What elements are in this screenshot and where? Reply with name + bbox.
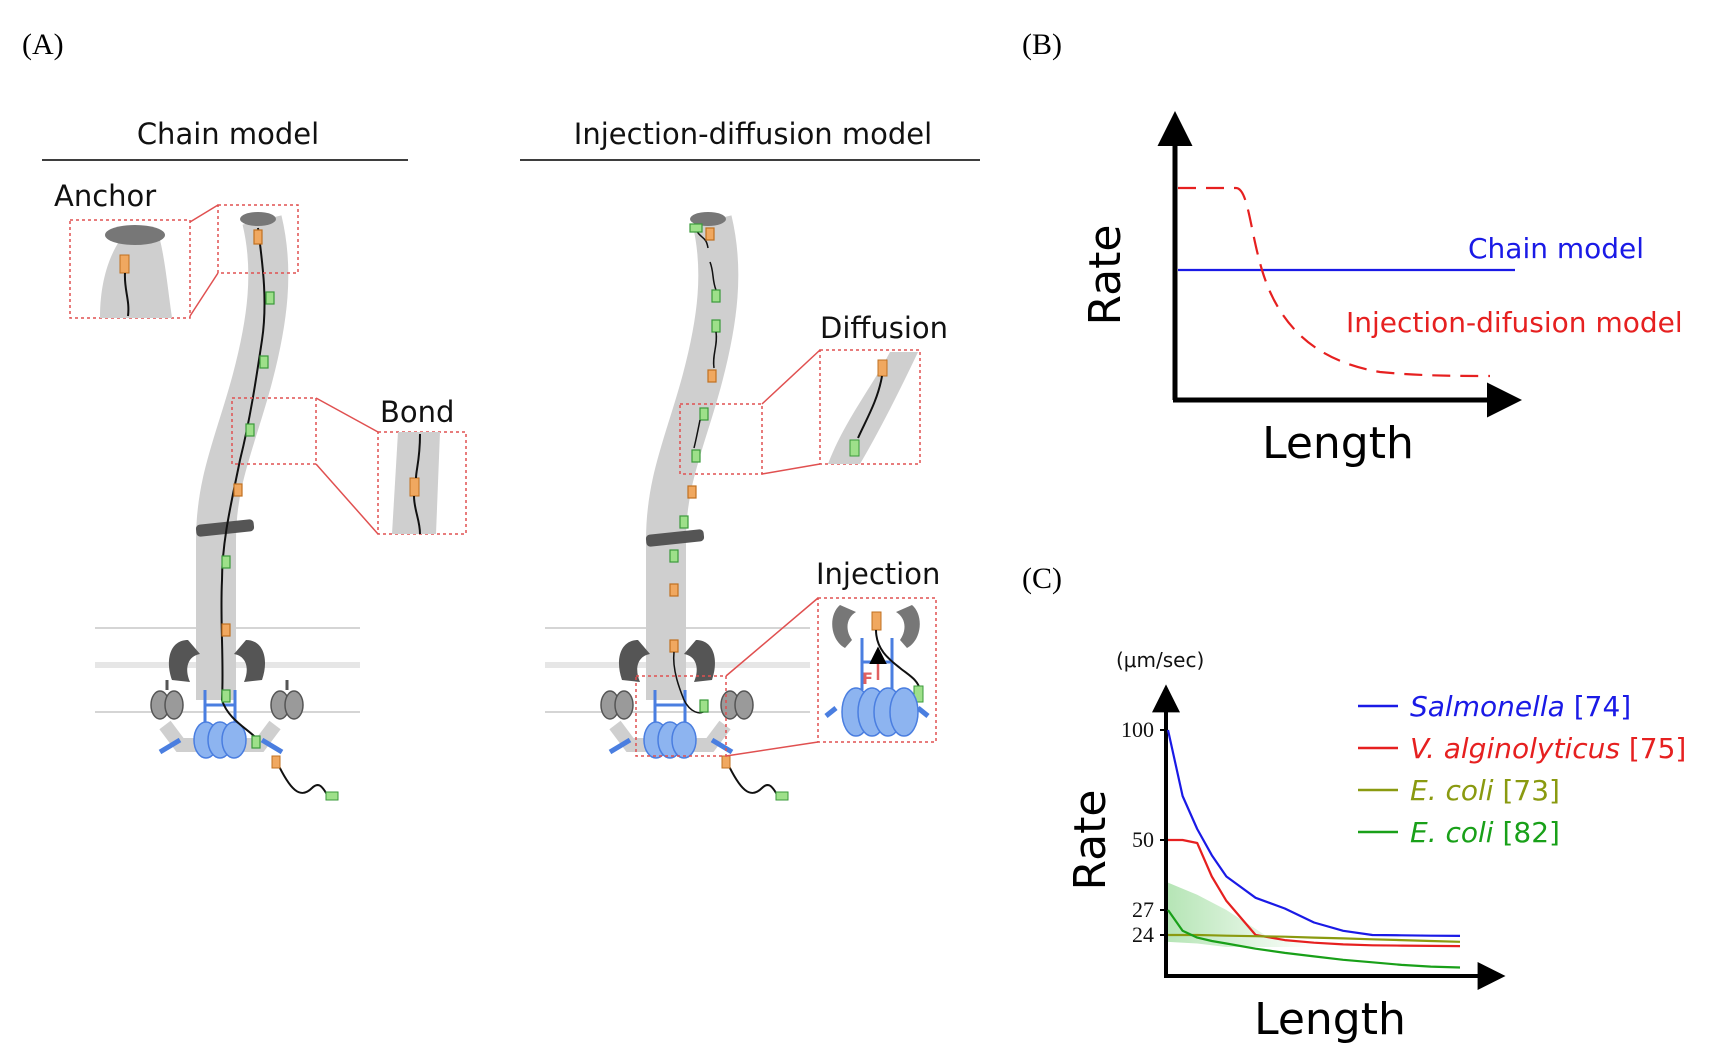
chart-c-legend: Salmonella [74] V. alginolyticus [75] E.… xyxy=(1358,690,1686,849)
c-ring-right-2 xyxy=(684,640,716,682)
svg-text:Salmonella [74]: Salmonella [74] xyxy=(1410,690,1631,723)
anchor-zoom: Anchor xyxy=(54,179,299,319)
injection-diffusion-title: Injection-diffusion model xyxy=(574,117,932,151)
bond-label: Bond xyxy=(380,395,454,429)
y-tick-label: 27 xyxy=(1132,897,1154,922)
chart-c-ylabel: Rate xyxy=(1065,790,1116,891)
export-apparatus-2 xyxy=(608,690,734,759)
svg-text:V. alginolyticus [75]: V. alginolyticus [75] xyxy=(1410,732,1686,765)
e-coli-73-curve xyxy=(1168,933,1461,943)
cap-protein xyxy=(240,212,276,226)
released-subunit-green-2 xyxy=(775,791,789,801)
released-subunit-chain xyxy=(275,759,329,797)
force-label: F xyxy=(862,669,873,688)
released-subunit-green xyxy=(325,791,339,801)
flagellar-filament xyxy=(196,215,289,700)
y-tick-label: 24 xyxy=(1132,922,1154,947)
c-ring-left-2 xyxy=(618,640,650,682)
legend-salmonella-name: Salmonella xyxy=(1410,690,1565,723)
injection-diffusion-diagram: Injection-diffusion model xyxy=(520,117,980,801)
released-subunit-orange-2 xyxy=(721,755,731,769)
stator-right xyxy=(270,680,304,720)
injection-diffusion-curve xyxy=(1178,186,1491,378)
c-ring-right xyxy=(234,640,266,682)
v-alginolyticus-curve xyxy=(1168,838,1461,948)
chain-model-title: Chain model xyxy=(137,117,319,151)
chain-model-diagram: Chain model xyxy=(42,117,467,801)
svg-text:E. coli [73]: E. coli [73] xyxy=(1410,774,1560,807)
e-coli-82-range xyxy=(1168,882,1314,947)
legend-e-coli-73-name: E. coli xyxy=(1410,774,1494,807)
released-subunit-chain-2 xyxy=(725,759,779,797)
chain-model-legend: Chain model xyxy=(1468,232,1644,265)
legend-e-coli-73-ref: [73] xyxy=(1502,774,1559,807)
flagellar-filament-2 xyxy=(646,215,739,700)
chart-b-xlabel: Length xyxy=(1262,418,1414,469)
injection-diffusion-legend: Injection-difusion model xyxy=(1346,306,1683,339)
c-ring-left xyxy=(168,640,200,682)
stator-left xyxy=(150,680,184,720)
legend-salmonella-ref: [74] xyxy=(1574,690,1631,723)
diffusion-zoom: Diffusion xyxy=(679,311,948,475)
model-prediction-chart: Rate Length Chain model Injection-difusi… xyxy=(1080,111,1683,469)
y-tick-label: 50 xyxy=(1132,827,1154,852)
chart-c-unit: (μm/sec) xyxy=(1116,648,1204,672)
y-tick-label: 100 xyxy=(1121,717,1154,742)
injection-zoom: Injection F xyxy=(635,557,940,757)
salmonella-curve xyxy=(1166,729,1461,937)
legend-e-coli-82-ref: [82] xyxy=(1502,816,1559,849)
injection-label: Injection xyxy=(816,557,940,591)
panel-label-c: (C) xyxy=(1022,562,1062,595)
subunits xyxy=(221,229,275,749)
chart-b-ylabel: Rate xyxy=(1080,225,1131,326)
released-subunit-orange xyxy=(271,755,281,769)
cap-protein-2 xyxy=(690,212,726,226)
diffusion-label: Diffusion xyxy=(820,311,948,345)
legend-e-coli-82-name: E. coli xyxy=(1410,816,1494,849)
svg-text:E. coli [82]: E. coli [82] xyxy=(1410,816,1560,849)
hook-ring xyxy=(195,519,255,537)
panel-label-b: (B) xyxy=(1022,28,1062,61)
chart-c-xlabel: Length xyxy=(1254,994,1406,1045)
diffusing-subunits xyxy=(669,223,721,714)
hook-ring-2 xyxy=(645,529,705,547)
anchor-label: Anchor xyxy=(54,179,156,213)
e-coli-82-curve xyxy=(1167,909,1461,969)
stator-left-2 xyxy=(600,690,634,720)
legend-v-alginolyticus-name: V. alginolyticus xyxy=(1410,732,1620,765)
panel-label-a: (A) xyxy=(22,28,64,61)
legend-v-alginolyticus-ref: [75] xyxy=(1629,732,1686,765)
bond-zoom: Bond xyxy=(231,395,467,535)
chart-c-lines xyxy=(1166,729,1461,969)
